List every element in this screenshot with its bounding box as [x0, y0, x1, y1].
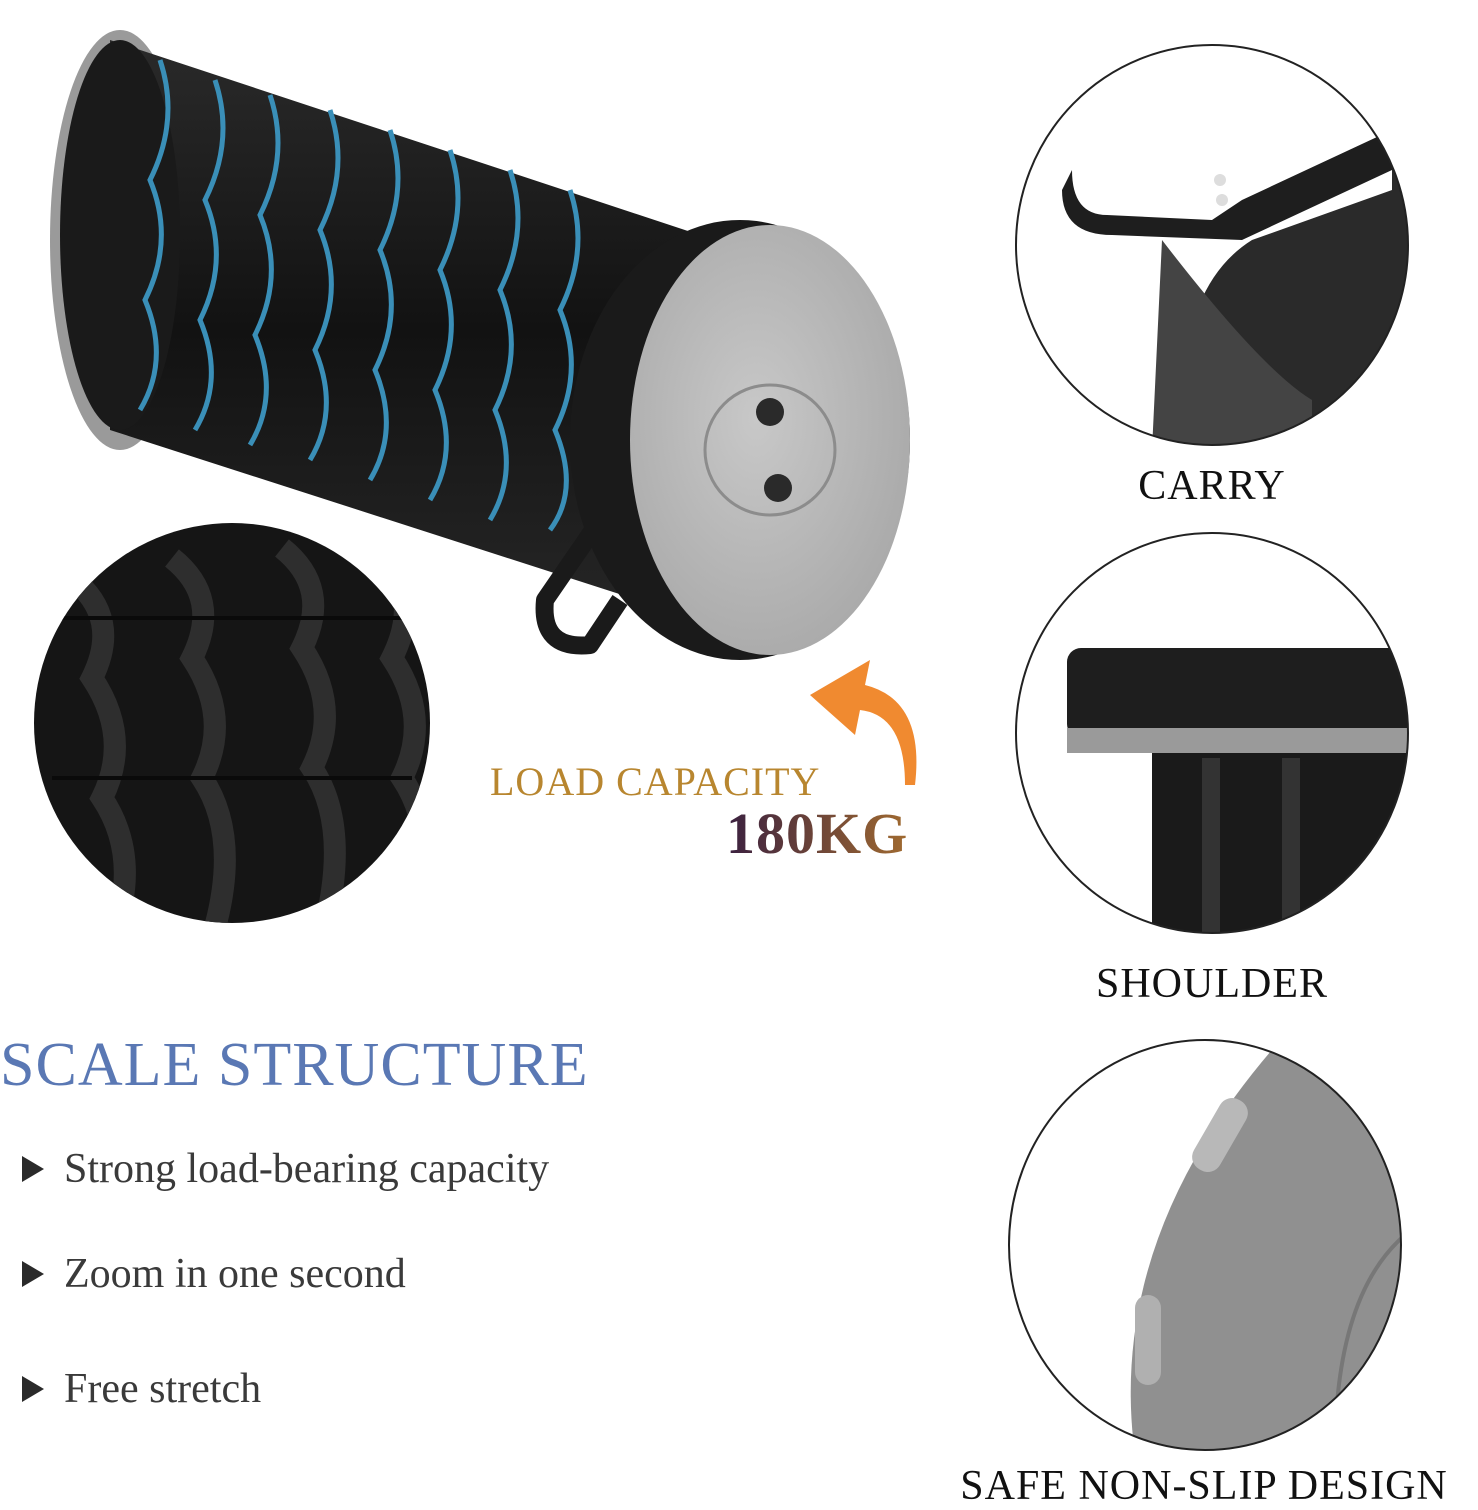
- feature-text: Free stretch: [64, 1366, 262, 1412]
- carry-caption: CARRY: [1138, 463, 1286, 509]
- bullet-triangle-icon: [22, 1376, 44, 1402]
- load-capacity-label: LOAD CAPACITY: [490, 759, 821, 804]
- shoulder-detail-image: [1012, 528, 1412, 938]
- feature-item: Strong load-bearing capacity: [22, 1145, 549, 1193]
- stool-product-image: [0, 0, 960, 700]
- bullet-triangle-icon: [22, 1156, 44, 1182]
- curved-arrow-icon: [805, 640, 935, 790]
- carry-detail-image: [1012, 40, 1412, 450]
- feature-item: Free stretch: [22, 1365, 261, 1413]
- structure-detail-image: [32, 518, 432, 928]
- feature-text: Strong load-bearing capacity: [64, 1146, 550, 1192]
- bullet-triangle-icon: [22, 1261, 44, 1287]
- non-slip-caption: SAFE NON-SLIP DESIGN: [960, 1463, 1448, 1509]
- feature-text: Zoom in one second: [64, 1251, 406, 1297]
- load-capacity-value: 180KG: [726, 801, 909, 866]
- shoulder-caption: SHOULDER: [1095, 961, 1328, 1007]
- feature-item: Zoom in one second: [22, 1250, 406, 1298]
- section-title: SCALE STRUCTURE: [0, 1031, 589, 1099]
- non-slip-detail-image: [1005, 1035, 1405, 1455]
